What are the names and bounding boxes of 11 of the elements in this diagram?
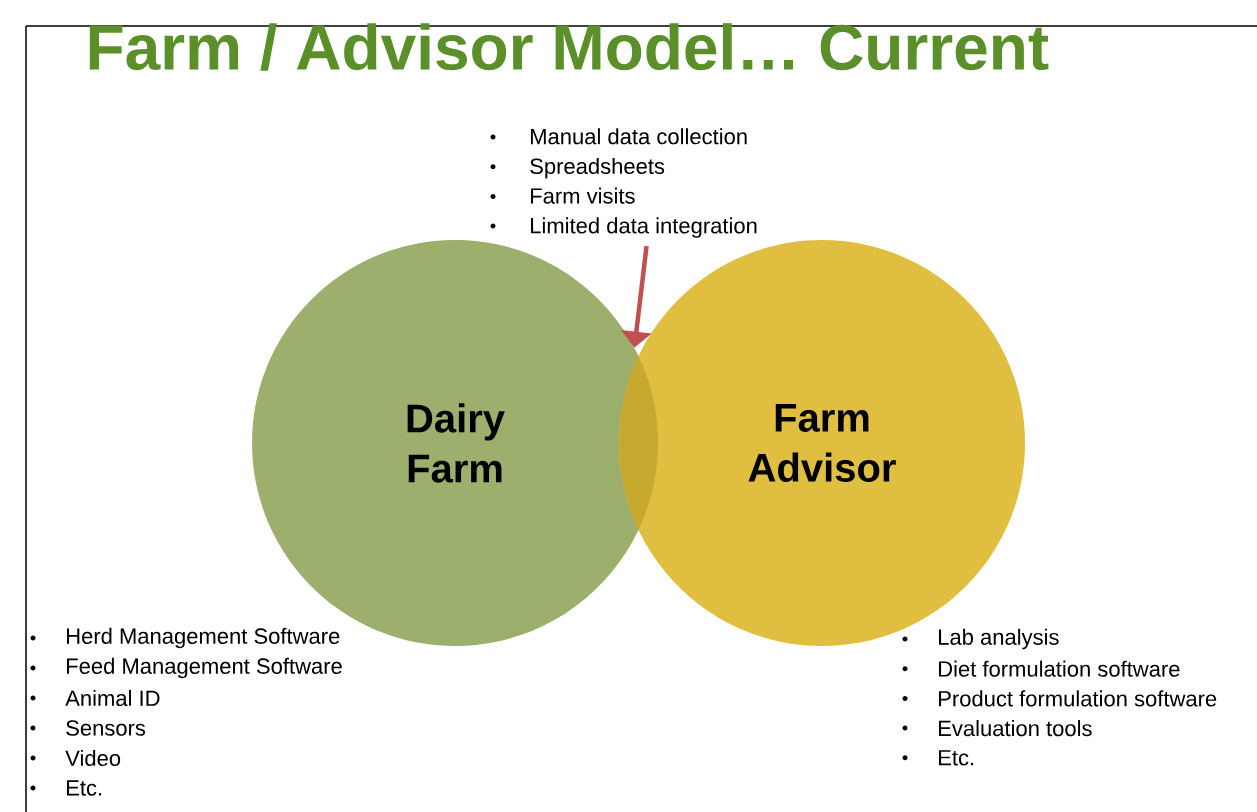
title: Farm / Advisor Model… Current (89, 23, 1049, 71)
list-item: Video (65, 749, 121, 767)
list-item: Evaluation tools (939, 720, 1092, 737)
list-item: Feed Management Software (67, 657, 342, 679)
list-item: Animal ID (65, 689, 160, 707)
list-item: Sensors (66, 720, 146, 736)
list-item: Diet formulation software (939, 660, 1180, 677)
list-item: Product formulation software (939, 690, 1217, 707)
bullet-list: Manual data collection Spreadsheets Farm visits Limited data integration (530, 128, 757, 238)
list-item: Etc. (939, 750, 974, 766)
list-item: Etc. (67, 780, 102, 796)
